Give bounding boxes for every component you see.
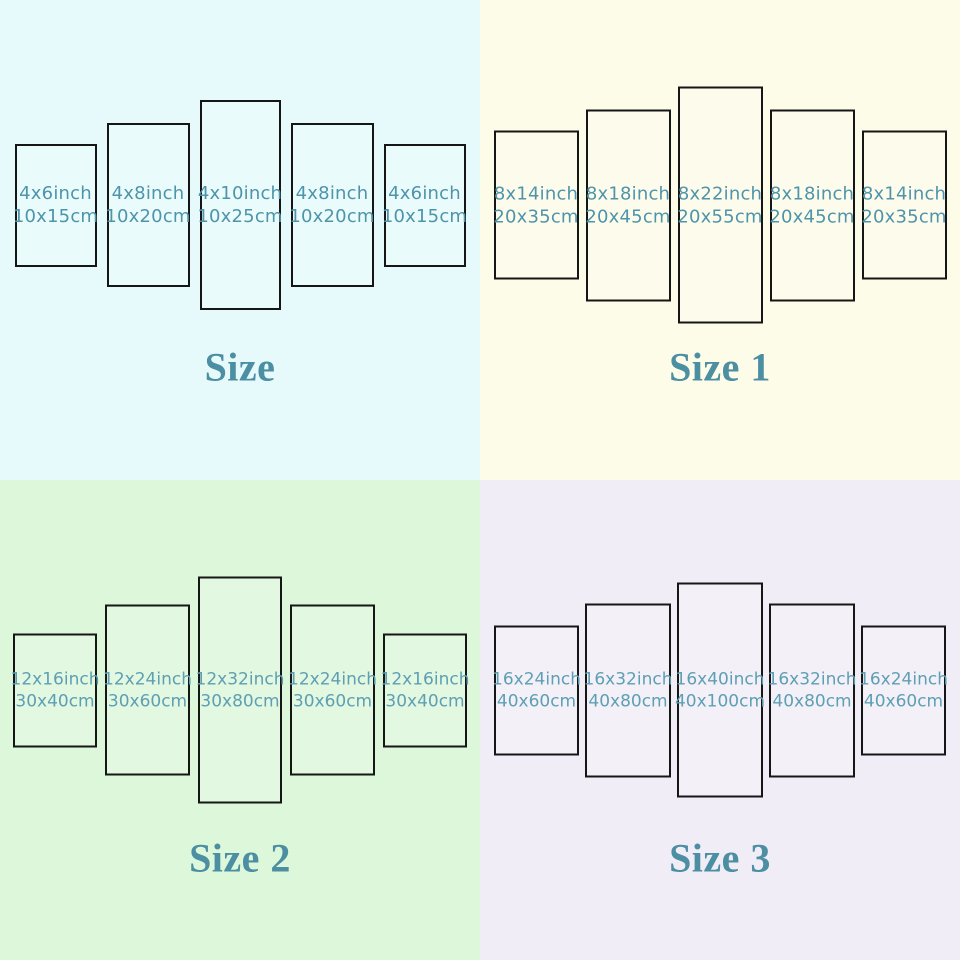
canvas-panel-1: 16x24inch 40x60cm: [492, 625, 581, 755]
panel-size-inch: 16x32inch: [583, 669, 673, 689]
panel-size-inch: 16x40inch: [675, 669, 765, 689]
panel-size-cm: 20x35cm: [861, 206, 947, 227]
panel-size-inch: 12x24inch: [103, 669, 192, 689]
panel-size-cm: 20x55cm: [677, 206, 763, 227]
panel-size-inch: 16x32inch: [767, 669, 857, 689]
canvas-panel-2: 16x32inch 40x80cm: [583, 603, 673, 777]
panel-size-cm: 20x35cm: [493, 206, 579, 227]
quadrant-size: 4x6inch 10x15cm 4x8inch 10x20cm 4x10inch…: [0, 0, 480, 480]
panel-size-inch: 12x32inch: [195, 669, 285, 689]
panel-size-cm: 40x80cm: [772, 691, 852, 711]
panel-size-cm: 30x60cm: [107, 691, 188, 711]
canvas-panel-2: 8x18inch 20x45cm: [585, 109, 671, 301]
panel-size-inch: 12x24inch: [288, 669, 377, 689]
panel-row: 4x6inch 10x15cm 4x8inch 10x20cm 4x10inch…: [0, 100, 480, 310]
panel-row: 12x16inch 30x40cm 12x24inch 30x60cm 12x3…: [0, 576, 480, 804]
canvas-panel-4: 16x32inch 40x80cm: [767, 603, 857, 777]
panel-size-cm: 30x80cm: [200, 691, 280, 711]
panel-size-inch: 4x8inch: [111, 183, 185, 204]
panel-size-cm: 40x100cm: [674, 691, 766, 711]
quadrant-title: Size 1: [669, 344, 771, 390]
canvas-panel-5: 16x24inch 40x60cm: [859, 625, 948, 755]
panel-size-cm: 40x60cm: [863, 691, 944, 711]
canvas-panel-2: 12x24inch 30x60cm: [103, 604, 192, 776]
panel-size-inch: 4x8inch: [295, 183, 369, 204]
quadrant-title: Size: [204, 344, 276, 390]
panel-size-inch: 4x10inch: [197, 183, 283, 204]
panel-size-inch: 16x24inch: [492, 669, 581, 689]
panel-size-inch: 12x16inch: [10, 669, 100, 689]
quadrant-title: Size 2: [189, 835, 291, 881]
canvas-panel-5: 12x16inch 30x40cm: [380, 633, 470, 747]
quadrant-size-2: 12x16inch 30x40cm 12x24inch 30x60cm 12x3…: [0, 480, 480, 960]
panel-size-cm: 20x45cm: [585, 206, 671, 227]
quadrant-title: Size 3: [669, 835, 771, 881]
panel-size-cm: 30x60cm: [292, 691, 373, 711]
panel-row: 16x24inch 40x60cm 16x32inch 40x80cm 16x4…: [480, 582, 960, 798]
canvas-panel-5: 8x14inch 20x35cm: [861, 130, 947, 280]
panel-size-cm: 10x25cm: [197, 206, 283, 227]
canvas-panel-1: 4x6inch 10x15cm: [12, 143, 99, 267]
canvas-panel-3: 12x32inch 30x80cm: [195, 576, 285, 804]
panel-size-cm: 20x45cm: [769, 206, 855, 227]
panel-size-inch: 8x22inch: [677, 183, 763, 204]
panel-size-cm: 10x20cm: [289, 206, 375, 227]
canvas-panel-3: 8x22inch 20x55cm: [677, 86, 763, 324]
panel-size-cm: 40x60cm: [496, 691, 577, 711]
canvas-panel-1: 12x16inch 30x40cm: [10, 633, 100, 747]
canvas-panel-3: 16x40inch 40x100cm: [674, 582, 766, 798]
panel-size-inch: 4x6inch: [19, 183, 92, 204]
panel-size-inch: 4x6inch: [388, 183, 461, 204]
panel-size-cm: 10x15cm: [12, 206, 99, 227]
panel-size-inch: 8x14inch: [861, 183, 947, 204]
panel-size-inch: 16x24inch: [859, 669, 948, 689]
panel-size-cm: 10x15cm: [381, 206, 468, 227]
canvas-panel-5: 4x6inch 10x15cm: [381, 143, 468, 267]
quadrant-size-1: 8x14inch 20x35cm 8x18inch 20x45cm 8x22in…: [480, 0, 960, 480]
canvas-panel-2: 4x8inch 10x20cm: [105, 123, 191, 287]
panel-row: 8x14inch 20x35cm 8x18inch 20x45cm 8x22in…: [480, 86, 960, 324]
panel-size-cm: 30x40cm: [15, 691, 95, 711]
canvas-panel-1: 8x14inch 20x35cm: [493, 130, 579, 280]
panel-size-cm: 10x20cm: [105, 206, 191, 227]
canvas-panel-4: 12x24inch 30x60cm: [288, 604, 377, 776]
panel-size-inch: 8x14inch: [493, 183, 579, 204]
panel-size-cm: 40x80cm: [588, 691, 668, 711]
panel-size-inch: 12x16inch: [380, 669, 470, 689]
panel-size-inch: 8x18inch: [769, 183, 855, 204]
quadrant-size-3: 16x24inch 40x60cm 16x32inch 40x80cm 16x4…: [480, 480, 960, 960]
canvas-panel-4: 8x18inch 20x45cm: [769, 109, 855, 301]
canvas-panel-4: 4x8inch 10x20cm: [289, 123, 375, 287]
canvas-panel-3: 4x10inch 10x25cm: [197, 100, 283, 310]
panel-size-inch: 8x18inch: [585, 183, 671, 204]
panel-size-cm: 30x40cm: [385, 691, 465, 711]
